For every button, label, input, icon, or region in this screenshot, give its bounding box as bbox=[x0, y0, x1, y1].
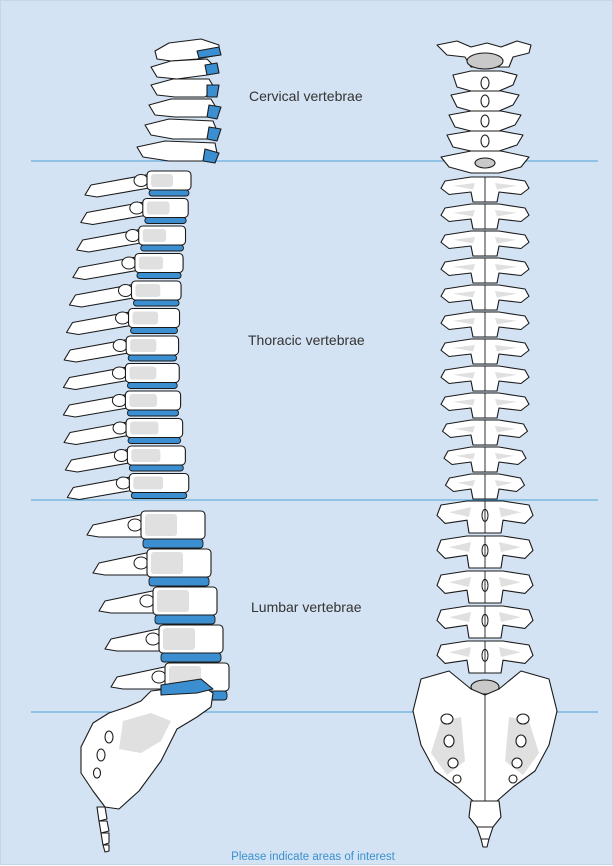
posterior-vertebra bbox=[441, 204, 529, 229]
intervertebral-disc bbox=[145, 218, 186, 224]
lateral-vertebra bbox=[64, 336, 178, 362]
intervertebral-disc bbox=[149, 190, 189, 196]
lateral-facet bbox=[113, 340, 127, 352]
lateral-facet bbox=[112, 395, 126, 407]
lateral-vertebra bbox=[63, 391, 180, 417]
posterior-vertebra bbox=[441, 312, 529, 337]
posterior-vertebra bbox=[437, 501, 533, 533]
label-lumbar-vertebrae: Lumbar vertebrae bbox=[251, 599, 362, 615]
posterior-vertebra bbox=[441, 258, 529, 283]
lateral-vertebra bbox=[64, 419, 183, 445]
lateral-facet bbox=[113, 422, 127, 434]
lateral-body-shade bbox=[163, 628, 195, 650]
lateral-body-shade bbox=[151, 174, 173, 187]
lateral-vertebra bbox=[81, 199, 188, 225]
lateral-body-shade bbox=[130, 422, 158, 435]
spine-lateral-view bbox=[137, 39, 221, 163]
lateral-sacrum bbox=[81, 679, 213, 852]
intervertebral-disc bbox=[127, 383, 177, 389]
posterior-vertebra bbox=[441, 339, 529, 364]
lateral-facet bbox=[122, 257, 136, 269]
intervertebral-disc bbox=[131, 328, 178, 334]
lateral-vertebra bbox=[85, 171, 191, 197]
lateral-body-shade bbox=[147, 202, 170, 215]
lateral-facet bbox=[114, 450, 128, 462]
lateral-body-shade bbox=[133, 312, 159, 325]
lateral-body-shade bbox=[157, 590, 189, 612]
intervertebral-disc bbox=[129, 465, 183, 471]
intervertebral-disc bbox=[143, 539, 203, 548]
lateral-facet bbox=[140, 595, 154, 607]
lateral-facet bbox=[134, 175, 148, 187]
intervertebral-disc bbox=[161, 653, 221, 662]
intervertebral-disc bbox=[155, 615, 215, 624]
posterior-vertebra-stack bbox=[437, 177, 533, 673]
posterior-vertebra bbox=[446, 474, 525, 499]
posterior-vertebra bbox=[437, 536, 533, 568]
lateral-vertebra bbox=[69, 281, 181, 307]
intervertebral-disc bbox=[131, 493, 186, 499]
lateral-vertebra bbox=[67, 474, 188, 500]
posterior-vertebra bbox=[441, 231, 529, 256]
lateral-facet bbox=[116, 312, 130, 324]
posterior-sacrum bbox=[413, 671, 557, 847]
lateral-vertebra-stack bbox=[63, 171, 229, 700]
posterior-vertebra bbox=[437, 571, 533, 603]
lateral-body-shade bbox=[145, 514, 177, 536]
posterior-vertebra bbox=[443, 420, 528, 445]
intervertebral-disc bbox=[149, 577, 209, 586]
lateral-facet bbox=[118, 285, 132, 297]
lateral-vertebra bbox=[93, 549, 211, 586]
posterior-vertebra bbox=[441, 366, 529, 391]
lateral-body-shade bbox=[135, 284, 160, 297]
spine-posterior-view bbox=[437, 41, 531, 173]
lateral-vertebra bbox=[73, 254, 183, 280]
footer-instruction: Please indicate areas of interest bbox=[231, 851, 395, 863]
lateral-facet bbox=[128, 519, 142, 531]
intervertebral-disc bbox=[133, 300, 179, 306]
lateral-body-shade bbox=[129, 394, 157, 407]
intervertebral-disc bbox=[137, 273, 181, 279]
lateral-facet bbox=[112, 367, 126, 379]
lateral-body-shade bbox=[143, 229, 166, 242]
lateral-body-shade bbox=[139, 257, 163, 270]
label-thoracic-vertebrae: Thoracic vertebrae bbox=[248, 332, 365, 348]
lateral-facet bbox=[152, 671, 166, 683]
lateral-body-shade bbox=[130, 339, 156, 352]
lateral-facet bbox=[134, 557, 148, 569]
posterior-vertebra bbox=[441, 393, 529, 418]
label-cervical-vertebrae: Cervical vertebrae bbox=[249, 88, 363, 104]
lateral-body-shade bbox=[133, 477, 163, 490]
lateral-facet bbox=[146, 633, 160, 645]
intervertebral-disc bbox=[128, 355, 176, 361]
intervertebral-disc bbox=[141, 245, 184, 251]
posterior-vertebra bbox=[437, 606, 533, 638]
intervertebral-disc bbox=[128, 438, 181, 444]
lateral-body-shade bbox=[151, 552, 183, 574]
lateral-facet bbox=[126, 230, 140, 242]
intervertebral-disc bbox=[127, 410, 178, 416]
posterior-vertebra bbox=[441, 285, 529, 310]
lateral-vertebra bbox=[99, 587, 217, 624]
lateral-vertebra bbox=[63, 364, 179, 390]
lateral-vertebra bbox=[65, 446, 185, 472]
lateral-vertebra bbox=[87, 511, 205, 548]
posterior-vertebra bbox=[441, 177, 529, 202]
lateral-facet bbox=[116, 477, 130, 489]
posterior-vertebra bbox=[437, 641, 533, 673]
lateral-body-shade bbox=[129, 367, 156, 380]
lateral-body-shade bbox=[131, 449, 160, 462]
posterior-vertebra bbox=[444, 447, 526, 472]
lateral-vertebra bbox=[105, 625, 223, 662]
lateral-facet bbox=[130, 202, 144, 214]
lateral-vertebra bbox=[67, 309, 180, 335]
lateral-vertebra bbox=[77, 226, 186, 252]
